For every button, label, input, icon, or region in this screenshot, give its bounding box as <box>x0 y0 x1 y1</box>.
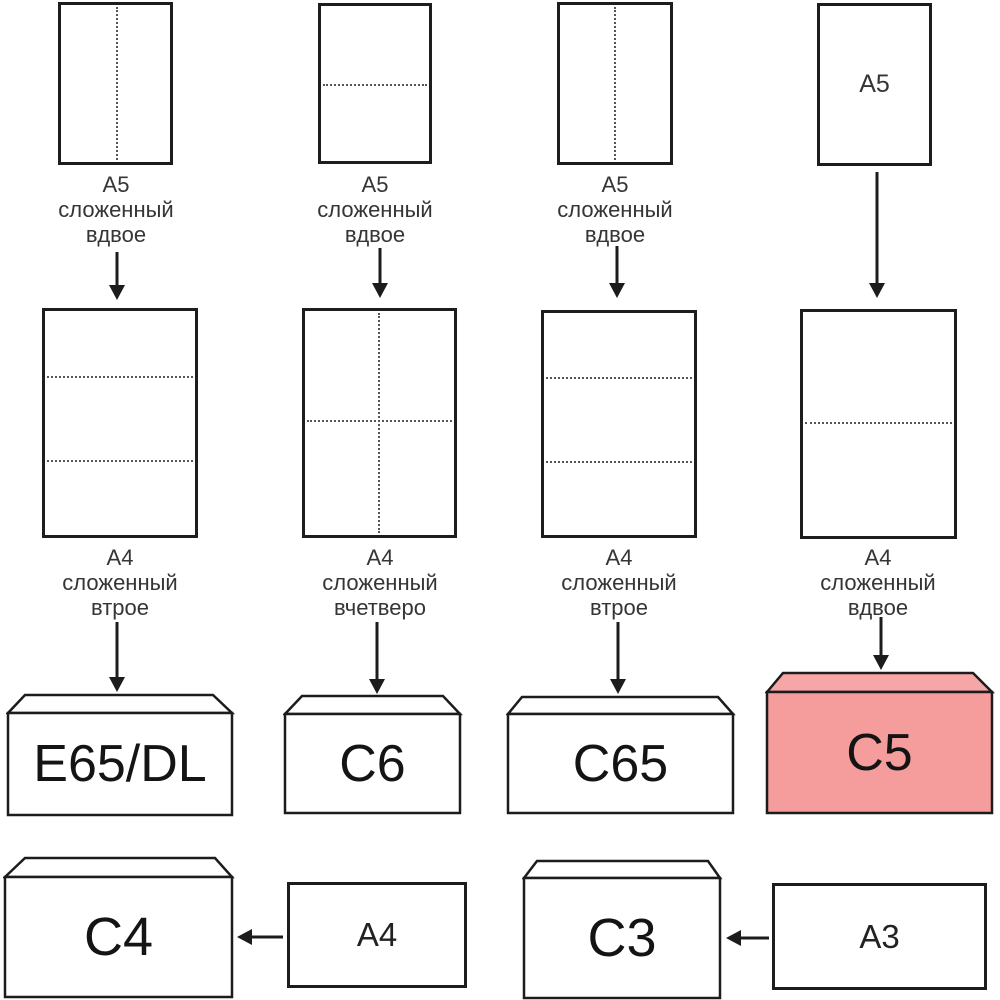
caption-a5-col1: А5 сложенный вдвое <box>58 172 174 247</box>
caption-a5-col2: А5 сложенный вдвое <box>317 172 433 247</box>
down-arrow-icon <box>109 622 125 692</box>
fold-line <box>47 459 193 462</box>
caption-a5-col3: А5 сложенный вдвое <box>557 172 673 247</box>
envelope-body <box>6 711 234 817</box>
sheet-a4-label: A4 <box>356 916 398 953</box>
down-arrow-icon <box>369 622 385 694</box>
envelope-c4: C4 <box>3 856 235 999</box>
sheet-a5-col3 <box>557 2 673 165</box>
sheet-a5-col2 <box>318 3 432 164</box>
envelope-label: C6 <box>339 734 406 793</box>
envelope-flap <box>3 856 235 879</box>
fold-line <box>323 83 427 86</box>
sheet-a5-col4: A5 <box>817 3 932 166</box>
fold-line <box>378 313 380 533</box>
envelope-flap <box>283 694 463 716</box>
sheet-a3-label: A3 <box>859 917 900 955</box>
sheet-a4-source: A4 <box>287 882 467 988</box>
envelope-c65: C65 <box>506 695 736 815</box>
fold-line <box>546 377 692 380</box>
envelope-c3: C3 <box>522 859 723 1000</box>
envelope-label: C4 <box>83 907 154 967</box>
caption-a4-col3: А4 сложенный втрое <box>561 545 677 620</box>
fold-line <box>805 421 952 424</box>
caption-a4-col2: А4 сложенный вчетверо <box>322 545 438 620</box>
envelope-label: C3 <box>587 908 657 968</box>
envelope-label: C5 <box>846 723 913 782</box>
sheet-a4-col3 <box>541 310 697 538</box>
envelope-c6: C6 <box>283 694 463 815</box>
fold-line <box>115 7 118 160</box>
fold-line <box>47 375 193 378</box>
down-arrow-icon <box>609 246 625 298</box>
envelope-body <box>506 712 735 815</box>
sheet-a4-col1 <box>42 308 198 538</box>
envelope-label: C65 <box>572 734 669 793</box>
sheet-a4-col4 <box>800 309 957 539</box>
left-arrow-icon <box>726 930 769 946</box>
fold-line <box>546 460 692 463</box>
envelope-c5-highlighted: C5 <box>765 671 995 815</box>
sheet-a5-col1 <box>58 2 173 165</box>
fold-line <box>307 420 452 423</box>
envelope-flap <box>522 859 723 880</box>
envelope-flap <box>506 695 736 716</box>
envelope-flap <box>765 671 995 694</box>
left-arrow-icon <box>237 929 283 945</box>
fold-line <box>613 7 616 160</box>
caption-a4-col1: А4 сложенный втрое <box>62 545 178 620</box>
envelope-e65-dl: E65/DL <box>6 693 235 817</box>
envelope-body <box>283 712 462 815</box>
down-arrow-icon <box>873 617 889 670</box>
envelope-flap <box>6 693 235 715</box>
down-arrow-icon <box>109 252 125 300</box>
envelope-label: E65/DL <box>33 735 207 793</box>
sheet-a3-source: A3 <box>772 883 987 990</box>
envelope-body <box>3 875 234 999</box>
caption-a4-col4: А4 сложенный вдвое <box>820 545 936 620</box>
down-arrow-icon <box>610 622 626 694</box>
down-arrow-icon <box>869 172 885 298</box>
sheet-a5-label: A5 <box>859 70 890 98</box>
down-arrow-icon <box>372 248 388 298</box>
sheet-a4-col2 <box>302 308 457 538</box>
envelope-body <box>522 876 722 1000</box>
envelope-body <box>765 690 994 815</box>
